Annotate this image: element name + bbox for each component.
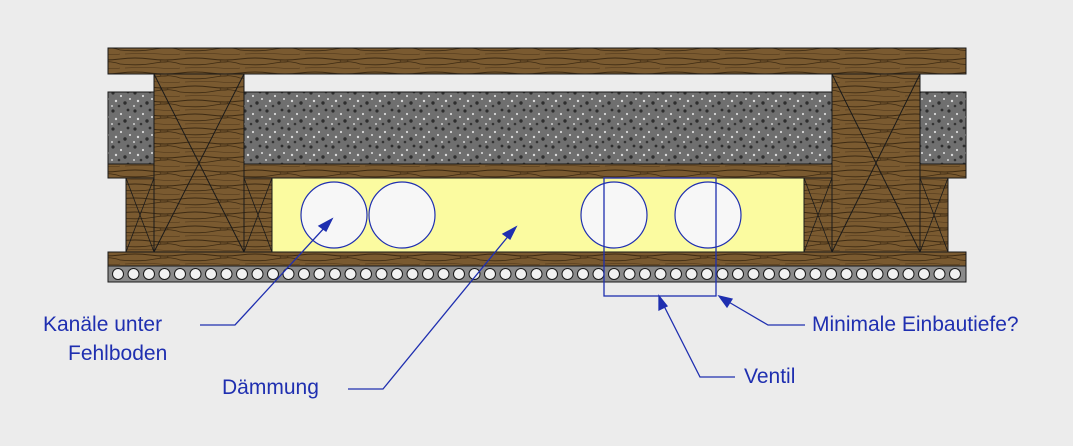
middle-board-center	[243, 163, 833, 179]
reed-circle	[530, 268, 543, 280]
label-daemmung: Dämmung	[222, 376, 319, 399]
label-einbautiefe: Minimale Einbautiefe?	[812, 313, 1019, 336]
leader-kanaele	[200, 217, 334, 326]
reed-circle	[794, 268, 806, 280]
reed-circle	[871, 268, 884, 280]
reed-circle	[825, 268, 837, 280]
reed-circle	[577, 268, 589, 280]
duct-circle	[580, 181, 648, 249]
leader-ventil	[658, 294, 735, 378]
reed-circle	[654, 268, 667, 280]
reed-circle	[546, 268, 558, 280]
reed-circle	[499, 268, 512, 280]
reed-circle	[143, 268, 155, 280]
duct-circle	[368, 181, 436, 249]
reed-circle	[949, 268, 961, 280]
duct-circle	[300, 181, 368, 249]
beam-left	[153, 73, 245, 253]
middle-board-right	[919, 163, 967, 179]
reed-circle	[685, 268, 698, 280]
reed-circle	[608, 268, 620, 280]
reed-circle	[282, 268, 295, 280]
reed-circle	[918, 268, 930, 280]
label-ventil: Ventil	[744, 365, 796, 388]
label-kanaele-line1: Kanäle unter	[43, 313, 163, 336]
middle-board-left	[107, 163, 155, 179]
reed-circle	[670, 268, 682, 280]
reed-circle	[406, 268, 419, 280]
reed-circle	[902, 268, 915, 280]
reed-circle	[716, 268, 729, 280]
reed-circle	[453, 268, 465, 280]
reed-circle	[298, 268, 310, 280]
reed-circle	[561, 268, 574, 280]
reed-circle	[174, 268, 186, 280]
reed-circle	[515, 268, 527, 280]
valve-box	[603, 177, 717, 297]
reed-circle	[809, 268, 822, 280]
reed-circle	[887, 268, 899, 280]
reed-circle	[468, 268, 481, 280]
gravel-fill-right	[919, 91, 967, 165]
reed-circle	[267, 268, 279, 280]
top-floor-board	[107, 47, 967, 75]
reed-circle	[701, 268, 713, 280]
reed-circle	[375, 268, 388, 280]
gravel-fill-left	[107, 91, 155, 165]
reed-circle	[623, 268, 636, 280]
reed-circle	[360, 268, 372, 280]
beam-right	[831, 73, 921, 253]
reed-circle	[251, 268, 264, 280]
gravel-fill-center	[243, 91, 833, 165]
reed-circle	[391, 268, 403, 280]
reed-circle	[112, 268, 124, 280]
reed-circle	[856, 268, 868, 280]
reed-circle	[639, 268, 651, 280]
reed-circle	[763, 268, 775, 280]
bottom-board	[107, 251, 967, 267]
reed-circle	[344, 268, 357, 280]
leader-einbautiefe	[717, 294, 805, 326]
leader-daemmung	[348, 225, 518, 390]
reed-circle	[840, 268, 853, 280]
reed-circle	[484, 268, 496, 280]
reed-circle	[732, 268, 744, 280]
reed-circle	[747, 268, 760, 280]
reed-circle	[437, 268, 450, 280]
reed-circle	[933, 268, 946, 280]
reed-circles	[112, 268, 961, 280]
reed-circle	[158, 268, 171, 280]
reed-circle	[313, 268, 326, 280]
side-block-crosses	[125, 177, 949, 253]
reed-circle	[205, 268, 217, 280]
reed-circle	[592, 268, 605, 280]
reed-circle	[127, 268, 140, 280]
label-kanaele-line2: Fehlboden	[68, 342, 168, 365]
duct-circle	[674, 181, 742, 249]
reed-circle	[189, 268, 202, 280]
reed-circle	[778, 268, 791, 280]
reed-circle	[236, 268, 248, 280]
reed-circle	[422, 268, 434, 280]
reed-circle	[329, 268, 341, 280]
reed-circle	[220, 268, 233, 280]
